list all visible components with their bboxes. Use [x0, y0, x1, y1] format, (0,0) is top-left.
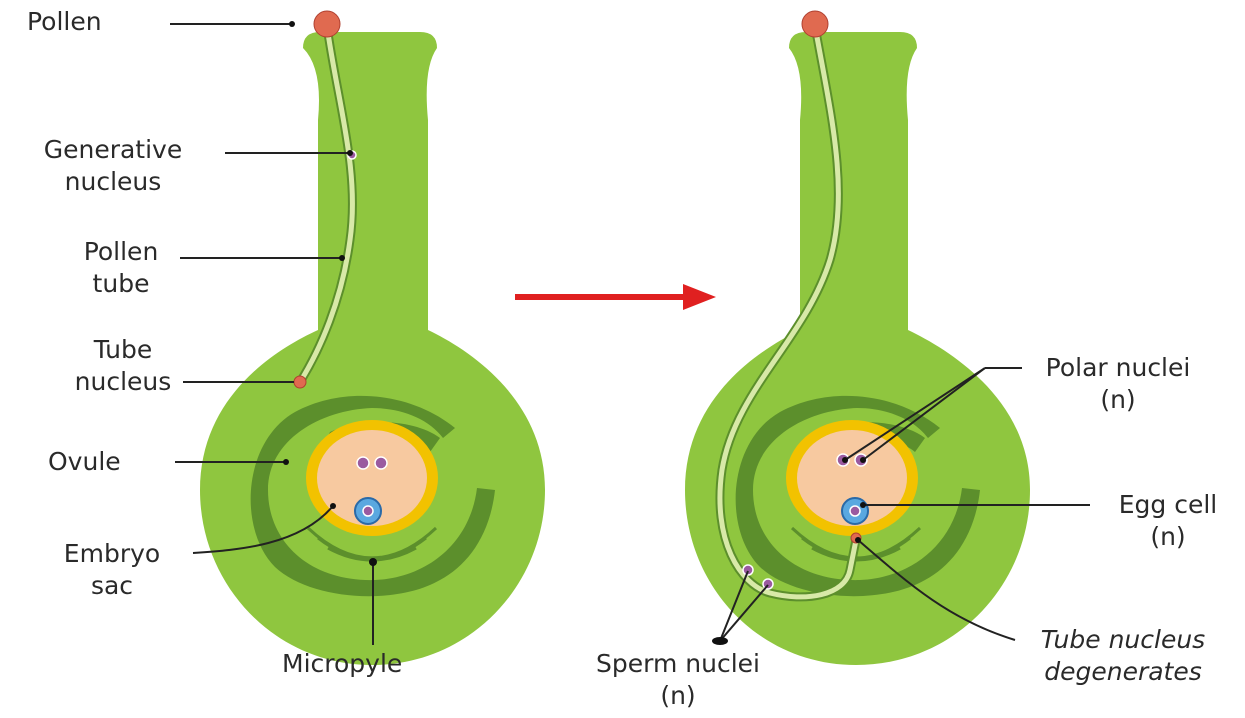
right-egg-nucleus: [850, 506, 860, 516]
left-egg-nucleus: [363, 506, 373, 516]
arrow-head-icon: [683, 284, 716, 310]
right-pistil: [685, 11, 1030, 665]
left-tube-nucleus: [294, 376, 306, 388]
label-egg-cell: Egg cell(n): [1098, 489, 1238, 553]
label-polar-nuclei: Polar nuclei(n): [1028, 352, 1208, 416]
left-polar-nucleus-2: [375, 457, 387, 469]
label-micropyle: Micropyle: [282, 648, 402, 680]
left-polar-nucleus-1: [357, 457, 369, 469]
left-pollen-grain: [314, 11, 340, 37]
label-ovule: Ovule: [48, 446, 121, 478]
right-pollen-grain: [802, 11, 828, 37]
label-sperm-nuclei: Sperm nuclei(n): [558, 648, 798, 712]
label-pollen: Pollen: [27, 6, 102, 38]
right-sperm-nucleus-2: [763, 579, 773, 589]
transition-arrow: [515, 284, 716, 310]
